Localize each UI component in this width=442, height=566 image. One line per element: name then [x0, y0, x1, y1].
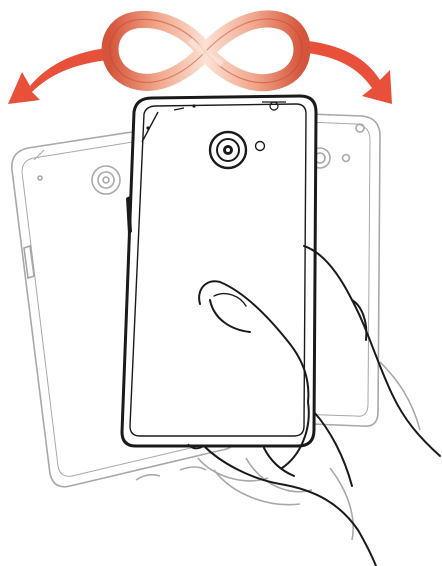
infinity-loop-icon	[110, 19, 302, 83]
camera-lens-icon	[210, 132, 246, 168]
curved-arrow-right-icon	[300, 40, 392, 104]
curved-arrow-left-icon	[8, 48, 108, 104]
phone-front	[122, 96, 316, 449]
